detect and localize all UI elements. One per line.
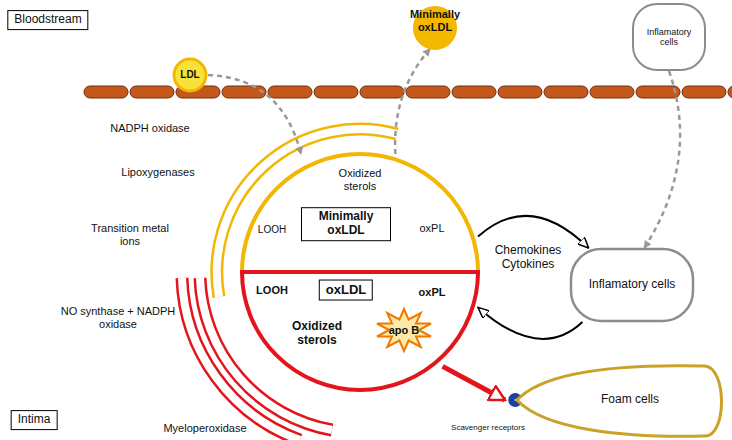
connector-arrow — [644, 71, 680, 248]
node-text: Bloodstream — [14, 13, 81, 27]
node-text: Oxidized sterols — [325, 167, 395, 192]
node-text: LOOH — [258, 224, 286, 236]
connector-arrow — [478, 307, 582, 339]
ldl-particle: LDL — [172, 57, 208, 93]
annotation-label: Transition metal ions — [83, 222, 178, 247]
node-text: LOOH — [256, 284, 288, 297]
connector-arrow — [208, 75, 301, 154]
node-text: Foam cells — [601, 393, 659, 407]
connector-arrow — [395, 49, 430, 154]
node-text: Intima — [18, 413, 51, 427]
cell-outline: Inflamatory cells — [632, 3, 706, 71]
connector-arrow — [443, 366, 505, 400]
foam-cell: Foam cells — [505, 360, 727, 440]
annotation-label: Lipoxygenases — [121, 166, 194, 179]
oxldl-particle: Minimally oxLDL — [410, 3, 460, 49]
annotation-label: NO synthase + NADPH oxidase — [57, 305, 179, 330]
annotation-label: Chemokines Cytokines — [488, 244, 568, 272]
starburst: apo B — [374, 308, 434, 352]
region-label-box: Intima — [11, 410, 58, 430]
node-text: oxLDL — [326, 283, 366, 298]
annotation-label: NADPH oxidase — [110, 122, 189, 135]
connector-arrow — [478, 216, 589, 248]
node-text: Minimally oxLDL — [308, 210, 384, 238]
node-text: Inflamatory cells — [638, 27, 700, 48]
node-text: apo B — [389, 324, 420, 337]
node-text: Oxidized sterols — [279, 320, 355, 348]
cell-outline: Inflamatory cells — [570, 248, 694, 322]
region-label-box: Bloodstream — [7, 10, 88, 30]
node-text: oxPL — [419, 286, 446, 299]
node-text: LDL — [180, 69, 199, 81]
boxed-label: Minimally oxLDL — [301, 207, 391, 241]
half-circle: Oxidized sterolsLOOH oxPL Minimally oxLDL — [242, 154, 478, 272]
node-text: Minimally oxLDL — [399, 8, 471, 33]
half-circle: LOOH oxPL Oxidized sterols oxLDL apo B — [242, 272, 478, 390]
annotation-label: Myeloperoxidase — [163, 422, 246, 435]
node-text: Inflamatory cells — [582, 278, 682, 292]
annotation-label: Scavenger receptors — [451, 423, 525, 432]
node-text: oxPL — [419, 222, 444, 235]
boxed-label: oxLDL — [319, 280, 373, 301]
